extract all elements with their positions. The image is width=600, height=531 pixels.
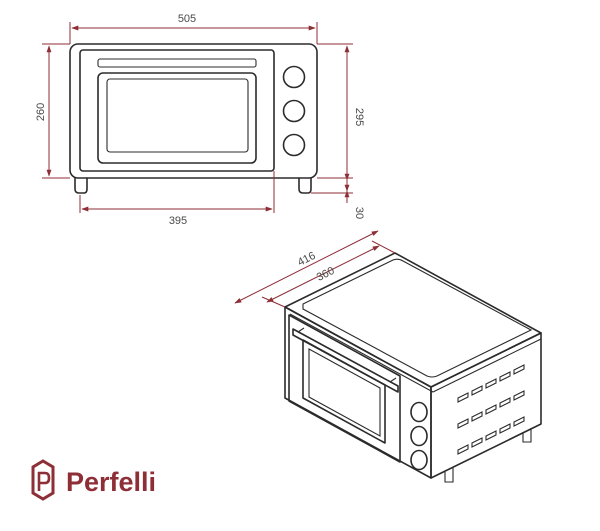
brand-name: Perfelli	[66, 467, 156, 497]
dim-line-depth-outer	[234, 230, 379, 304]
iso-window-inner	[308, 348, 381, 437]
logo-emblem-letter-icon	[37, 471, 51, 491]
knob-middle	[282, 99, 306, 123]
foot-right	[298, 177, 312, 194]
iso-knob-bottom	[410, 449, 428, 471]
door-frame	[79, 49, 275, 172]
side-vents	[457, 364, 525, 455]
front-face	[284, 306, 432, 479]
door-handle	[97, 58, 257, 68]
perfelli-logo: Perfelli	[31, 459, 156, 501]
knob-top	[282, 65, 306, 89]
ext-line	[261, 296, 286, 308]
dim-label-depth-inner: 360	[315, 265, 337, 284]
door-window-outer	[97, 72, 257, 164]
ext-line	[371, 240, 396, 254]
dim-label-depth-outer: 416	[296, 250, 318, 269]
oven-body-outline	[69, 43, 318, 179]
dim-label-total-height: 295	[353, 108, 365, 126]
iso-knob-middle	[410, 425, 428, 447]
knob-bottom	[282, 133, 306, 157]
iso-foot-front	[444, 468, 454, 483]
top-panel-inner	[302, 258, 533, 378]
iso-handle-mounts	[297, 327, 397, 383]
dim-label-body-height: 260	[35, 103, 47, 121]
edge-bevel	[289, 313, 542, 393]
logo-emblem-icon	[31, 459, 55, 501]
iso-door-handle	[292, 328, 399, 393]
dim-label-feet-height: 30	[353, 207, 365, 219]
iso-foot-side	[522, 428, 532, 443]
door-window-inner	[106, 78, 249, 153]
iso-knob-top	[410, 401, 428, 423]
dim-line-depth-inner	[266, 245, 380, 303]
isometric-view: 416 360	[234, 230, 542, 483]
side-face	[430, 332, 542, 479]
foot-left	[74, 177, 88, 194]
dim-label-cavity-width: 395	[169, 215, 187, 227]
iso-door	[288, 314, 401, 463]
dim-label-width: 505	[178, 13, 196, 25]
front-view: 505 260 295 395 30	[35, 13, 365, 227]
